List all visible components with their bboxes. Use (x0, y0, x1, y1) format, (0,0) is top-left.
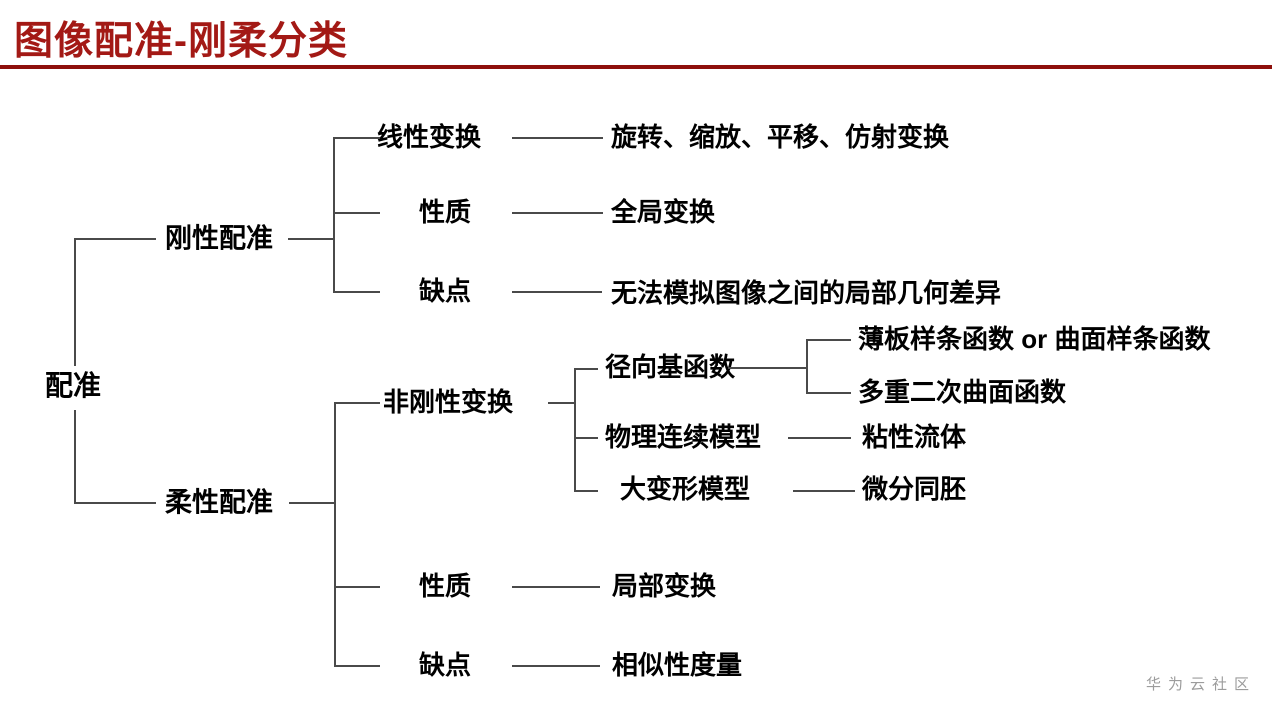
connector-line (334, 212, 380, 214)
connector-line (574, 368, 576, 492)
title-underline (0, 65, 1272, 69)
connector-line (288, 238, 334, 240)
node-radial-basis-function: 径向基函数 (605, 352, 736, 383)
connector-line (74, 238, 76, 366)
node-rigid-drawback-value: 无法模拟图像之间的局部几何差异 (611, 278, 1002, 309)
connector-line (788, 437, 851, 439)
node-physical-continuum-model: 物理连续模型 (605, 422, 762, 453)
node-large-deformation-model: 大变形模型 (620, 474, 751, 505)
connector-line (335, 665, 380, 667)
node-linear-transform-value: 旋转、缩放、平移、仿射变换 (611, 122, 950, 153)
node-flexible-property: 性质 (419, 571, 472, 602)
connector-line (75, 502, 156, 504)
connector-line (575, 437, 598, 439)
node-rigid-registration: 刚性配准 (165, 223, 273, 254)
node-rigid-drawback: 缺点 (419, 276, 472, 307)
connector-line (335, 402, 380, 404)
node-rigid-property-value: 全局变换 (611, 197, 716, 228)
connector-line (806, 339, 808, 394)
node-linear-transform: 线性变换 (377, 122, 482, 153)
node-viscous-fluid: 粘性流体 (862, 422, 967, 453)
node-flexible-property-value: 局部变换 (612, 571, 717, 602)
node-flexible-registration: 柔性配准 (165, 487, 273, 518)
connector-line (807, 339, 851, 341)
node-nonrigid-transform: 非刚性变换 (383, 387, 514, 418)
connector-line (512, 137, 603, 139)
connector-line (74, 410, 76, 504)
connector-line (512, 586, 600, 588)
connector-line (335, 586, 380, 588)
node-root: 配准 (45, 369, 102, 401)
connector-line (793, 490, 855, 492)
connector-line (512, 291, 602, 293)
node-multiquadric: 多重二次曲面函数 (858, 377, 1067, 408)
node-rigid-property: 性质 (419, 197, 472, 228)
connector-line (512, 212, 603, 214)
page-title: 图像配准-刚柔分类 (14, 20, 348, 63)
connector-line (728, 367, 807, 369)
connector-line (289, 502, 335, 504)
connector-line (334, 137, 380, 139)
connector-line (807, 392, 851, 394)
connector-line (575, 368, 598, 370)
connector-line (75, 238, 156, 240)
connector-line (334, 291, 380, 293)
node-flexible-drawback-value: 相似性度量 (612, 650, 743, 681)
connector-line (548, 402, 575, 404)
watermark: 华为云社区 (1145, 676, 1256, 693)
connector-line (512, 665, 600, 667)
node-diffeomorphism: 微分同胚 (862, 474, 967, 505)
connector-line (333, 137, 335, 293)
node-thin-plate-spline: 薄板样条函数 or 曲面样条函数 (858, 324, 1211, 355)
node-flexible-drawback: 缺点 (419, 650, 472, 681)
connector-line (575, 490, 598, 492)
connector-line (334, 402, 336, 667)
